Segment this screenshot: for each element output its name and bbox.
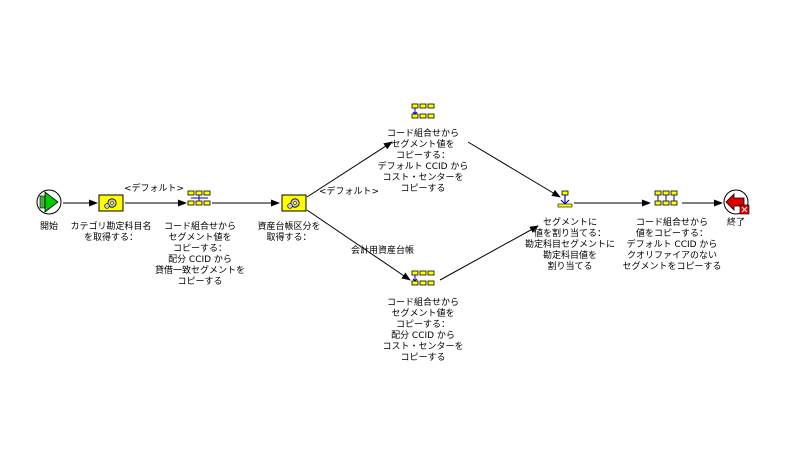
edges bbox=[63, 141, 723, 281]
label-line: セグメント値を bbox=[391, 309, 455, 319]
label-line: セグメント値を bbox=[168, 233, 232, 243]
label-line: 値を割り当てる： bbox=[533, 229, 606, 239]
label-line: コピーする bbox=[400, 184, 446, 194]
edge-dist-cc-to-assign bbox=[439, 225, 539, 281]
assign-account-label: セグメントに値を割り当てる：勘定科目セグメントに勘定科目値を割り当てる bbox=[515, 218, 625, 273]
label-line: クオリファイアのない bbox=[626, 251, 717, 261]
end-node[interactable] bbox=[723, 189, 750, 215]
label-line: 資産台帳区分を bbox=[257, 222, 321, 232]
label-line: 配分 CCID から bbox=[168, 255, 232, 265]
label-line: デフォルト CCID から bbox=[626, 240, 718, 250]
label-line: 開始 bbox=[39, 222, 58, 232]
label-line: 値をコピーする： bbox=[635, 229, 708, 239]
label-line: セグメントをコピーする bbox=[622, 262, 722, 272]
label-line: コード組合せから bbox=[386, 298, 459, 308]
gear-icon bbox=[98, 194, 124, 212]
label-line: コード組合せから bbox=[163, 222, 236, 232]
edge-label-default-2: <デフォルト> bbox=[319, 187, 380, 197]
edge-label-default-1: <デフォルト> bbox=[124, 184, 185, 194]
copy-default-cc-node[interactable] bbox=[411, 103, 435, 119]
copy-default-cc-label: コード組合せからセグメント値をコピーする：デフォルト CCID からコスト・セン… bbox=[368, 129, 478, 195]
get-asset-book-node[interactable] bbox=[281, 194, 307, 212]
copy-dist-cc-label: コード組合せからセグメント値をコピーする：配分 CCID からコスト・センターを… bbox=[368, 298, 478, 364]
label-line: コード組合せから bbox=[635, 218, 708, 228]
label-line: コード組合せから bbox=[386, 129, 459, 139]
get-category-node[interactable] bbox=[98, 194, 124, 212]
start-node[interactable] bbox=[36, 189, 62, 215]
copy-liability-label: コード組合せからセグメント値をコピーする：配分 CCID から貸借一致セグメント… bbox=[145, 222, 255, 288]
label-line: 貸借一致セグメントを bbox=[154, 266, 245, 276]
label-line: セグメント値を bbox=[391, 140, 455, 150]
edge-asset-book-to-dist-cc bbox=[306, 209, 411, 281]
edge-label-corporate-book: 会計用資産台帳 bbox=[351, 246, 415, 256]
label-line: デフォルト CCID から bbox=[377, 162, 469, 172]
label-line: コピーする： bbox=[395, 151, 450, 161]
label-line: 配分 CCID から bbox=[391, 331, 455, 341]
label-line: 勘定科目セグメントに bbox=[524, 240, 615, 250]
copy-unqualified-node[interactable] bbox=[654, 190, 678, 206]
start-label: 開始 bbox=[29, 222, 69, 233]
copy-dist-cc-node[interactable] bbox=[411, 270, 435, 286]
label-line: 割り当てる bbox=[547, 262, 593, 272]
label-line: カテゴリ勘定科目名 bbox=[70, 222, 152, 232]
label-line: 勘定科目値を bbox=[542, 251, 597, 261]
label-line: コピーする bbox=[400, 353, 446, 363]
label-line: セグメントに bbox=[542, 218, 597, 228]
label-line: 終了 bbox=[726, 218, 745, 228]
end-label: 終了 bbox=[716, 218, 756, 229]
get-category-label: カテゴリ勘定科目名を取得する： bbox=[56, 222, 166, 244]
label-line: コピーする： bbox=[395, 320, 450, 330]
label-line: 取得する： bbox=[266, 233, 312, 243]
label-line: を取得する： bbox=[83, 233, 138, 243]
label-line: コスト・センターを bbox=[382, 173, 464, 183]
copy-unqualified-label: コード組合せから値をコピーする：デフォルト CCID からクオリファイアのないセ… bbox=[612, 218, 732, 273]
label-line: コピーする： bbox=[172, 244, 227, 254]
copy-liability-node[interactable] bbox=[187, 190, 211, 206]
get-asset-book-label: 資産台帳区分を取得する： bbox=[239, 222, 339, 244]
edge-default-cc-to-assign bbox=[467, 141, 561, 198]
label-line: コピーする bbox=[177, 277, 223, 287]
label-line: コスト・センターを bbox=[382, 342, 464, 352]
gear-icon bbox=[281, 194, 307, 212]
end-icon bbox=[725, 193, 750, 215]
assign-account-node[interactable] bbox=[557, 190, 573, 208]
edge-asset-book-to-default-cc bbox=[306, 141, 393, 198]
start-icon bbox=[39, 191, 59, 213]
assign-value-icon bbox=[557, 190, 573, 208]
